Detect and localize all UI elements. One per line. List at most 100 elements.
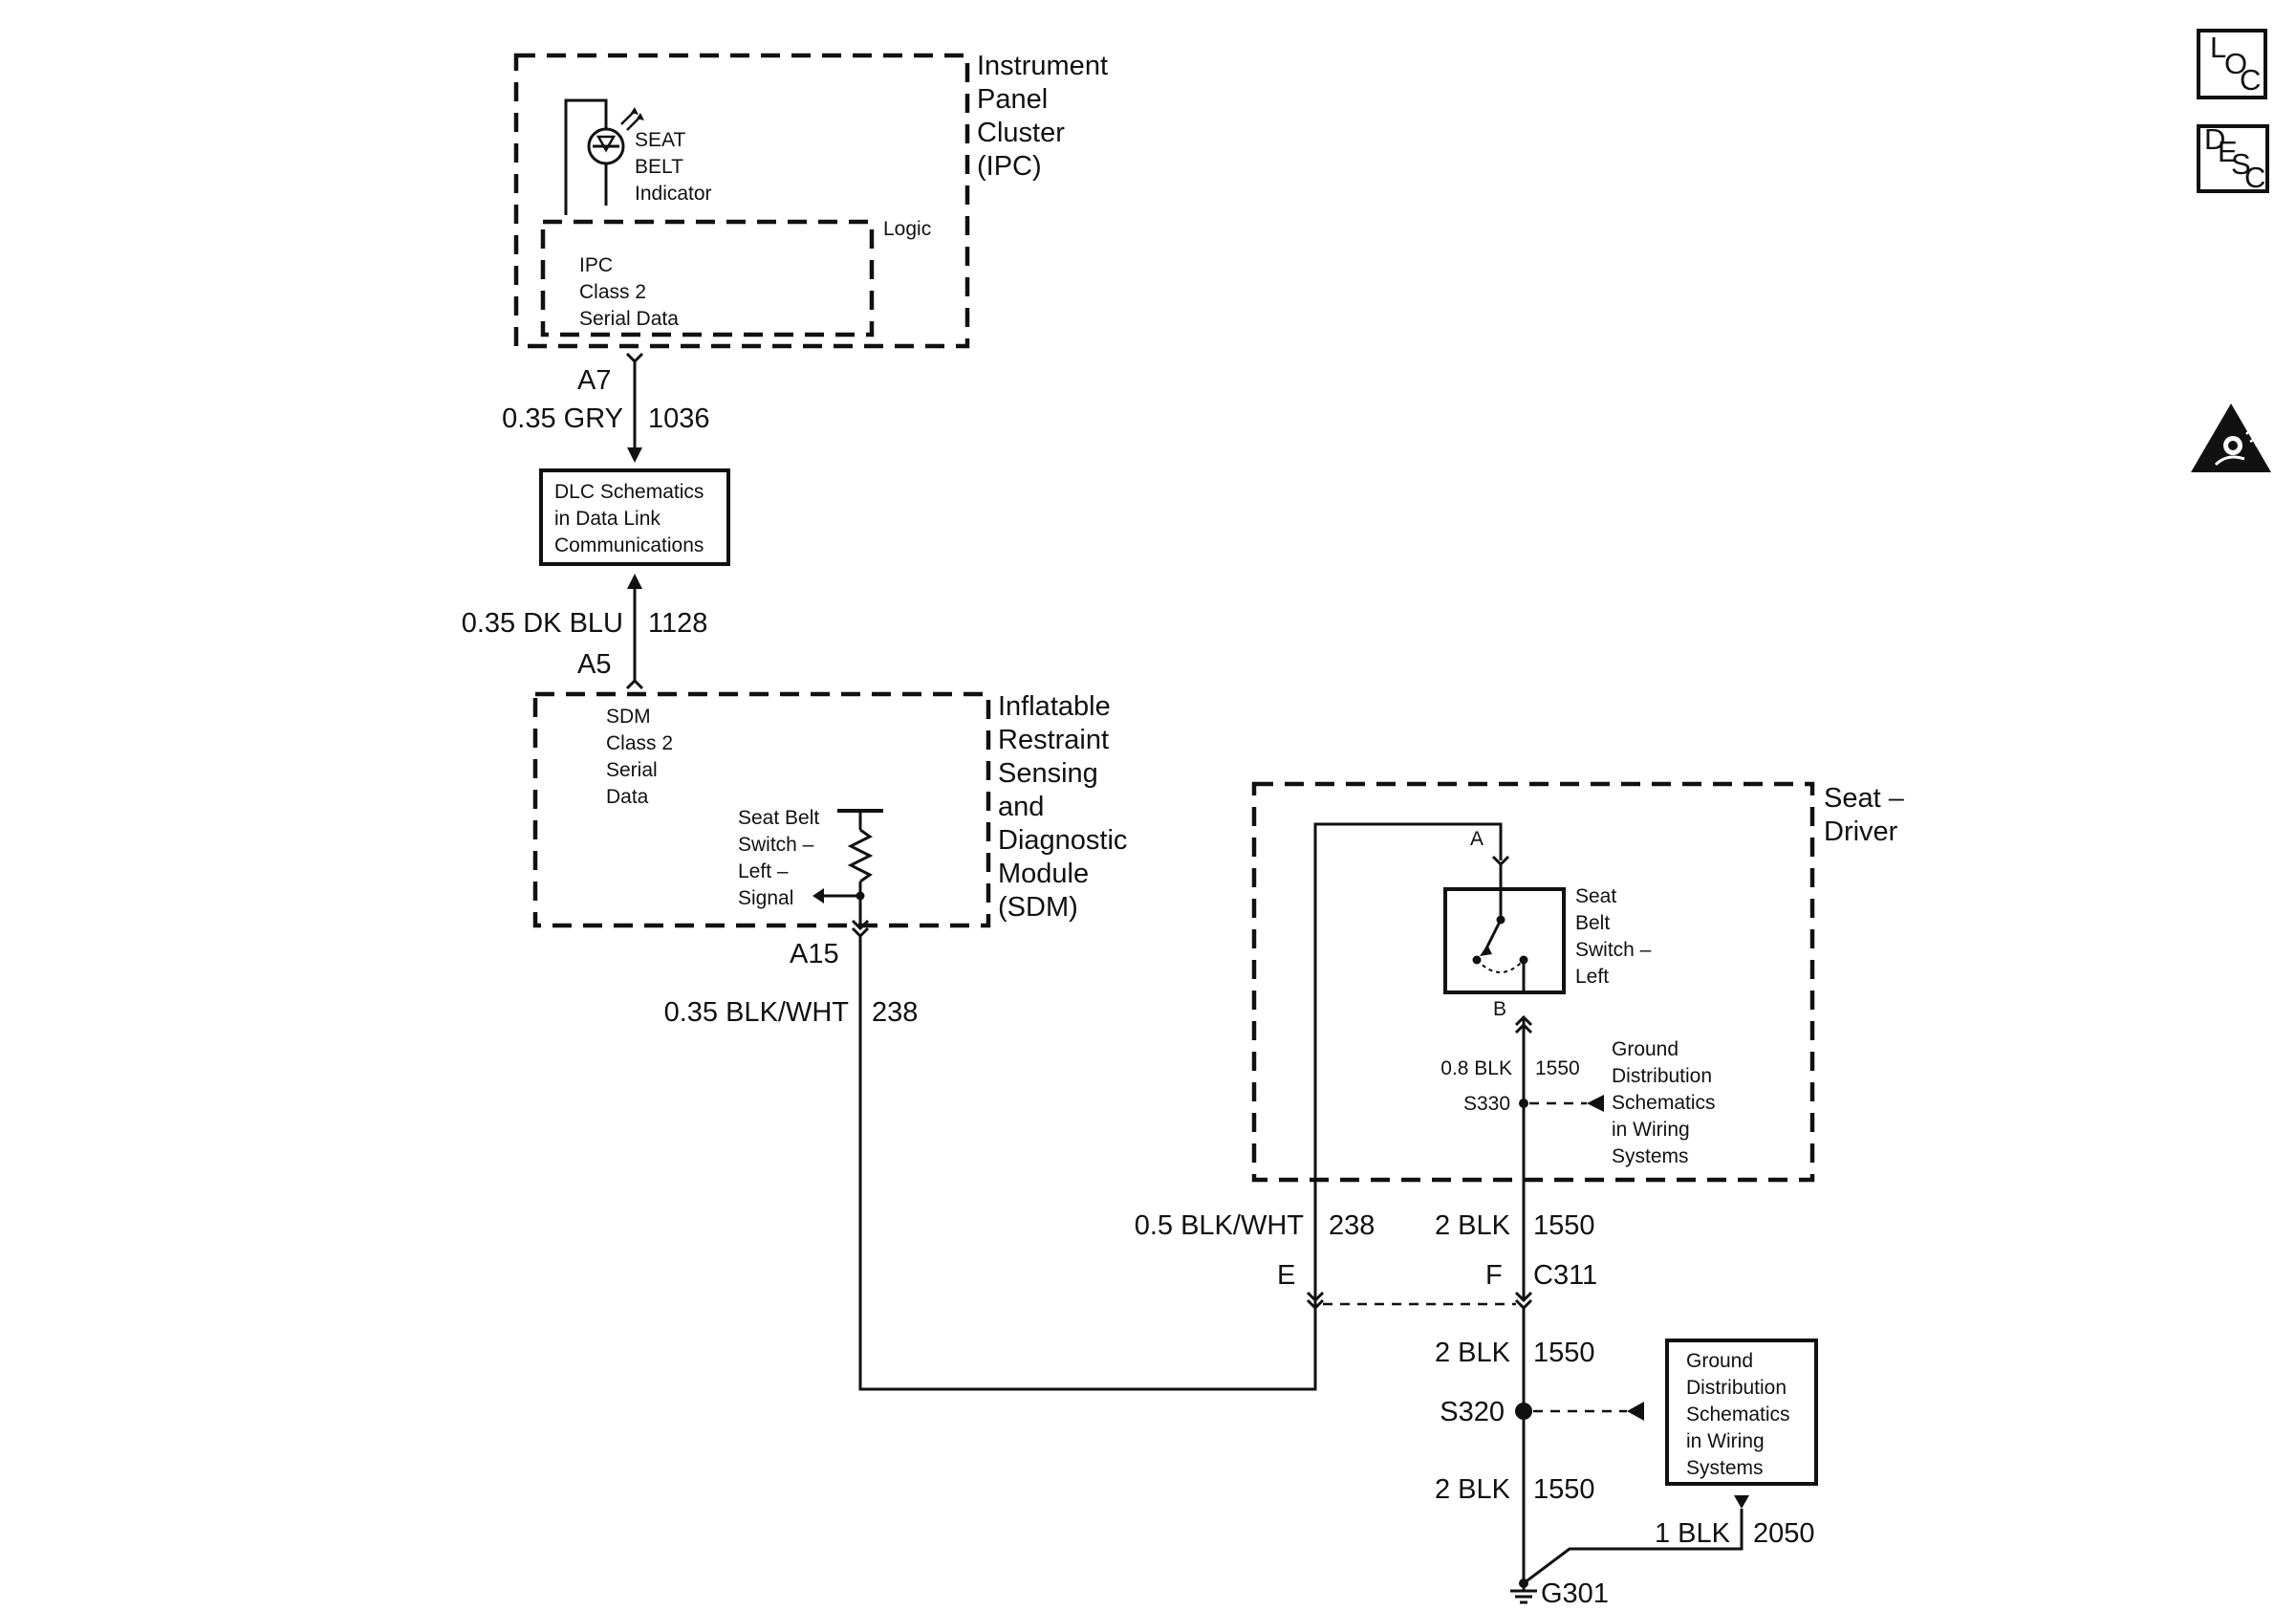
sdm-serial-3: Serial	[606, 759, 658, 781]
seat-belt-switch-icon	[1443, 864, 1566, 994]
seat-driver: Seat – Driver A Seat Belt Switch – Left …	[1251, 781, 1905, 1300]
c311-right-circuit: 1550	[1533, 1210, 1595, 1241]
airbag-warning-icon[interactable]	[2191, 403, 2271, 472]
arrow-down-icon	[627, 447, 642, 463]
ground-symbol-icon	[1510, 1578, 1537, 1604]
desc-letter-e: E	[2218, 135, 2238, 168]
arrow-down-icon	[1734, 1495, 1749, 1509]
pin-a5: A5	[577, 649, 611, 680]
lower-wire1-gauge: 2 BLK	[1435, 1338, 1511, 1368]
desc-letter-s: S	[2231, 147, 2251, 181]
connector-a15-symbol	[851, 919, 870, 931]
indicator-label-1: SEAT	[635, 129, 685, 151]
ipc-logic-boundary	[540, 219, 875, 337]
ground-ref-5: Systems	[1612, 1145, 1689, 1167]
indicator-label-2: BELT	[635, 156, 683, 178]
sdm-dashed-boundary	[532, 691, 991, 928]
ipc-serial-3: Serial Data	[579, 308, 679, 330]
splice-s320: S320	[1440, 1397, 1505, 1427]
loc-letter-o: O	[2224, 47, 2247, 80]
dlc-line-3: Communications	[554, 534, 704, 556]
dlc-line-1: DLC Schematics	[554, 481, 704, 503]
seat-driver-title-2: Driver	[1824, 816, 1898, 847]
ipc-title-1: Instrument	[977, 51, 1108, 81]
ground-ref-3: Schematics	[1612, 1092, 1716, 1114]
wire-1036-gauge: 0.35 GRY	[502, 403, 623, 434]
switch-label-4: Left	[1575, 966, 1609, 988]
splice-s330: S330	[1463, 1093, 1510, 1115]
ipc-title-2: Panel	[977, 84, 1048, 115]
seat-belt-indicator-icon	[587, 107, 644, 165]
ground-box-4: in Wiring	[1686, 1430, 1765, 1452]
pin-f: F	[1485, 1260, 1503, 1291]
ground-distribution-box	[1665, 1339, 1818, 1486]
wire-238-gauge: 0.35 BLK/WHT	[664, 997, 850, 1028]
dlc-line-2: in Data Link	[554, 508, 661, 530]
c311-left-circuit: 238	[1329, 1210, 1375, 1241]
wire-1128-circuit: 1128	[648, 608, 707, 639]
lower-wire2-gauge: 2 BLK	[1435, 1474, 1511, 1505]
pin-a15: A15	[790, 939, 839, 969]
seat-driver-title-1: Seat –	[1824, 783, 1905, 814]
switch-label-1: Seat	[1575, 885, 1616, 907]
wire-1128: 0.35 DK BLU 1128 A5	[462, 574, 707, 690]
sdm-title-1: Inflatable	[998, 691, 1111, 722]
c311-name: C311	[1533, 1260, 1597, 1291]
sdm-title-2: Restraint	[998, 725, 1109, 755]
sdm-title-3: Sensing	[998, 758, 1098, 789]
arrow-left-icon	[1627, 1402, 1644, 1421]
loc-button[interactable]: L O C	[2197, 29, 2267, 99]
c311-right-gauge: 2 BLK	[1435, 1210, 1511, 1241]
seat-wire-circuit: 1550	[1535, 1057, 1580, 1079]
logic-label: Logic	[883, 218, 931, 240]
ground-ref-1: Ground	[1612, 1038, 1679, 1060]
wire-1036: A7 0.35 GRY 1036	[502, 352, 710, 463]
dlc-box: DLC Schematics in Data Link Communicatio…	[539, 468, 730, 566]
pin-a7: A7	[577, 365, 611, 396]
ground-box-3: Schematics	[1686, 1404, 1790, 1426]
sdm-title-4: and	[998, 792, 1044, 822]
lower-wire3-circuit: 2050	[1753, 1518, 1815, 1549]
ipc-title-3: Cluster	[977, 118, 1065, 148]
connector-a7-symbol	[625, 352, 644, 364]
ipc-title-4: (IPC)	[977, 151, 1042, 182]
switch-signal-2: Switch –	[738, 834, 814, 856]
sdm-title-6: Module	[998, 859, 1089, 889]
wire-238-seat-line	[1313, 822, 1503, 1296]
c311-left-gauge: 0.5 BLK/WHT	[1135, 1210, 1305, 1241]
wire-238: A15 0.35 BLK/WHT 238	[664, 919, 1317, 1391]
pin-a: A	[1470, 828, 1484, 850]
arrow-left-icon	[1587, 1095, 1604, 1112]
connector-c311: 0.5 BLK/WHT 238 2 BLK 1550 E F C311	[1135, 1210, 1597, 1311]
sdm-module: Inflatable Restraint Sensing and Diagnos…	[532, 691, 1127, 928]
lower-wire3-gauge: 1 BLK	[1655, 1518, 1731, 1549]
sdm-serial-1: SDM	[606, 706, 651, 728]
switch-signal-4: Signal	[738, 887, 793, 909]
wire-2050-line	[1523, 1509, 1744, 1585]
ipc-serial-1: IPC	[579, 254, 613, 276]
splice-s330-dot	[1519, 1099, 1528, 1108]
ground-box-2: Distribution	[1686, 1377, 1787, 1399]
ground-box-1: Ground	[1686, 1350, 1753, 1372]
ground-box-5: Systems	[1686, 1457, 1764, 1479]
switch-signal-1: Seat Belt	[738, 807, 819, 829]
switch-label-3: Switch –	[1575, 939, 1652, 961]
pin-b: B	[1493, 998, 1506, 1020]
switch-signal-3: Left –	[738, 860, 789, 882]
ipc-serial-2: Class 2	[579, 281, 646, 303]
lower-wire1-circuit: 1550	[1533, 1338, 1595, 1368]
ground-ref-4: in Wiring	[1612, 1119, 1690, 1141]
desc-letter-d: D	[2204, 122, 2225, 156]
loc-letter-l: L	[2210, 31, 2226, 64]
arrow-up-icon	[627, 574, 642, 589]
splice-s320-dot	[1515, 1403, 1532, 1420]
wire-1128-gauge: 0.35 DK BLU	[462, 608, 623, 639]
wire-1036-circuit: 1036	[648, 403, 710, 434]
pullup-resistor-icon	[812, 809, 883, 927]
ground-section: 2 BLK 1550 S320 Ground Distribution Sche…	[1435, 1308, 1818, 1609]
ground-ref-2: Distribution	[1612, 1065, 1712, 1087]
desc-button[interactable]: D E S C	[2197, 122, 2269, 194]
ipc-dashed-boundary	[513, 53, 970, 349]
ipc-module: Instrument Panel Cluster (IPC) SEAT BELT…	[513, 51, 1108, 349]
